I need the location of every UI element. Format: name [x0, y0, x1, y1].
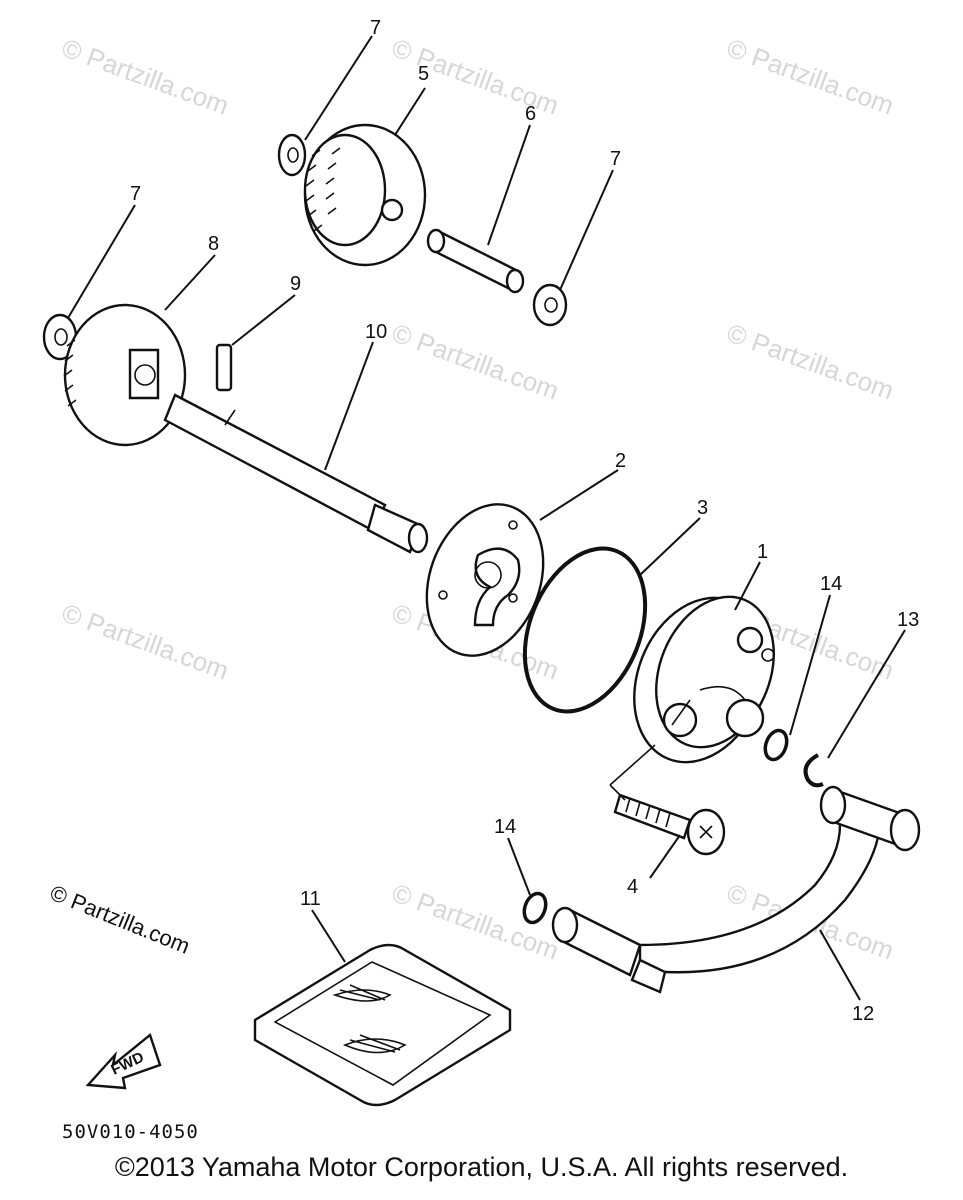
watermark: © Partzilla.com	[58, 32, 233, 120]
callout-8: 8	[208, 233, 219, 255]
watermark: © Partzilla.com	[723, 317, 898, 405]
copyright-notice: ©2013 Yamaha Motor Corporation, U.S.A. A…	[114, 1152, 849, 1182]
part-11-strainer[interactable]	[253, 943, 512, 1107]
fwd-arrow-icon: FWD	[85, 1032, 162, 1090]
callout-2: 2	[615, 450, 626, 472]
part-1-housing[interactable]	[611, 578, 796, 782]
part-5-gear[interactable]	[303, 123, 427, 267]
callout-7: 7	[130, 183, 141, 205]
part-10-shaft[interactable]	[163, 393, 429, 554]
callout-6: 6	[525, 103, 536, 125]
part-8-gear[interactable]	[63, 303, 187, 447]
part-2-plate[interactable]	[407, 488, 564, 672]
callout-10: 10	[365, 321, 387, 343]
part-4-screw[interactable]	[609, 744, 726, 856]
watermarks: © Partzilla.com © Partzilla.com © Partzi…	[58, 32, 898, 965]
callout-13: 13	[897, 609, 919, 631]
callouts: 7 5 6 7 7 8 9 10 2 3 1 14 13 4 14 11 12	[130, 17, 919, 1025]
part-12-pipe[interactable]	[551, 785, 921, 994]
callout-7: 7	[610, 148, 621, 170]
callout-1: 1	[757, 541, 768, 563]
part-7-washer[interactable]	[532, 283, 568, 327]
callout-11: 11	[300, 888, 321, 910]
part-13-clip[interactable]	[803, 753, 824, 788]
part-14-o-ring[interactable]	[520, 890, 549, 925]
callout-9: 9	[290, 273, 301, 295]
callout-7: 7	[370, 17, 381, 39]
part-14-o-ring[interactable]	[761, 727, 790, 762]
part-3-o-ring[interactable]	[502, 531, 668, 730]
leader-lines	[67, 35, 906, 1001]
watermark: © Partzilla.com	[723, 32, 898, 120]
part-7-washer[interactable]	[277, 133, 307, 177]
callout-14: 14	[820, 573, 842, 595]
watermark: © Partzilla.com	[388, 317, 563, 405]
callout-5: 5	[418, 63, 429, 85]
drawing-code: 50V010-4050	[62, 1121, 199, 1143]
watermark: © Partzilla.com	[388, 32, 563, 120]
callout-12: 12	[852, 1003, 874, 1025]
callout-3: 3	[697, 497, 708, 519]
part-9-pin[interactable]	[215, 343, 233, 392]
callout-4: 4	[627, 876, 638, 898]
watermark: © Partzilla.com	[58, 597, 233, 685]
part-6-pin[interactable]	[426, 228, 525, 294]
callout-14: 14	[494, 816, 516, 838]
